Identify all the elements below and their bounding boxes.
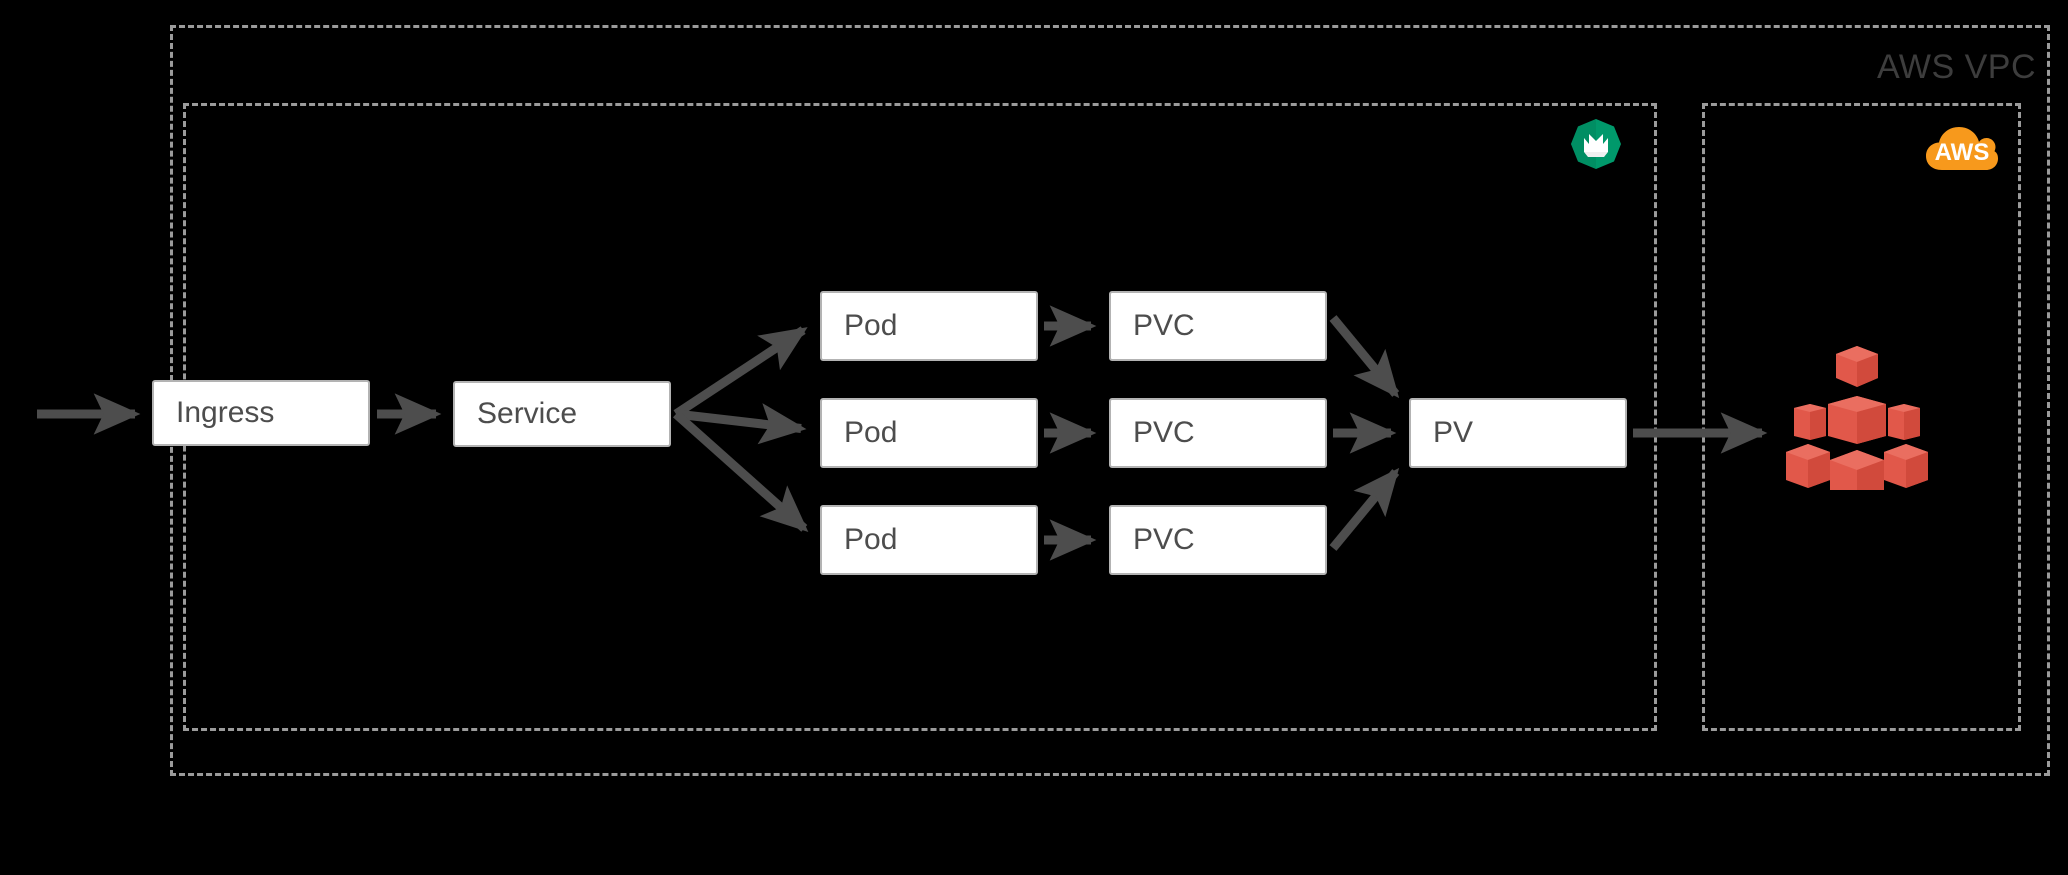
svg-text:AWS: AWS [1935,139,1990,166]
node-pvc-2[interactable]: PVC [1109,398,1327,468]
node-label: PV [1433,416,1474,449]
zone-label-aws-vpc: AWS VPC [1876,48,2036,86]
node-pvc-1[interactable]: PVC [1109,291,1327,361]
node-pv[interactable]: PV [1409,398,1627,468]
aws-cloud-icon: AWS [1924,124,2000,181]
node-label: Pod [844,309,898,342]
node-label: Service [477,397,578,430]
node-label: Ingress [176,396,275,429]
node-ingress[interactable]: Ingress [152,380,370,446]
node-label: Pod [844,523,898,556]
aws-ebs-storage-icon [1782,340,1932,495]
node-label: PVC [1133,523,1195,556]
node-service[interactable]: Service [453,381,671,447]
node-label: PVC [1133,309,1195,342]
kubernetes-icon [1570,118,1622,175]
node-pod-1[interactable]: Pod [820,291,1038,361]
node-label: Pod [844,416,898,449]
node-label: PVC [1133,416,1195,449]
node-pvc-3[interactable]: PVC [1109,505,1327,575]
zone-aws-region [1702,103,2021,731]
node-pod-2[interactable]: Pod [820,398,1038,468]
node-pod-3[interactable]: Pod [820,505,1038,575]
